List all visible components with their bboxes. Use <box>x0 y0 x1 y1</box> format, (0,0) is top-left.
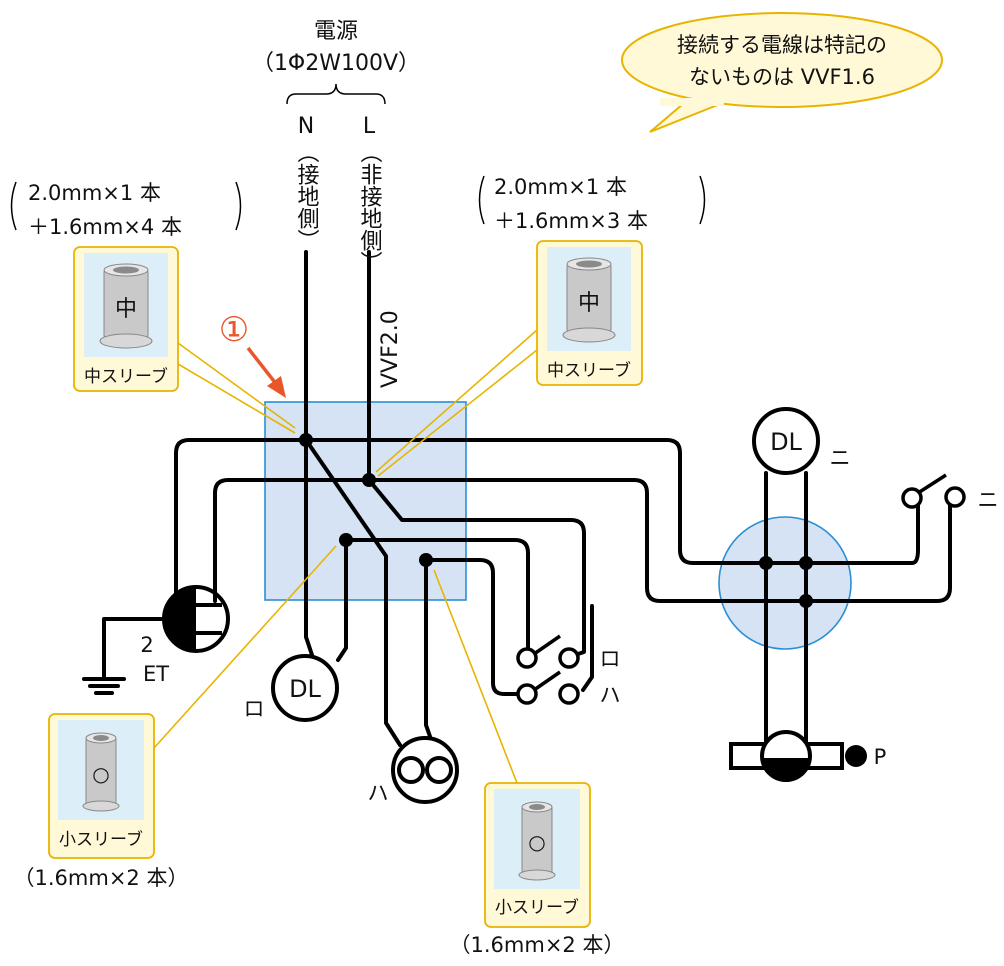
lamp-ha: ハ <box>368 736 459 805</box>
switch-ni-id: ニ <box>978 488 999 512</box>
sleeve-left-bottom-label: 小スリーブ <box>59 829 143 850</box>
line-side-label: （非接地側） <box>357 141 383 273</box>
sleeve-right-bottom-label: 小スリーブ <box>495 897 579 918</box>
switch-ni: ニ <box>901 473 999 512</box>
source-spec: （1Φ2W100V） <box>252 51 420 76</box>
sleeve-right-top: 2.0mm×1 本 ＋1.6mm×3 本 中 中スリーブ <box>375 175 706 477</box>
neutral-label: N <box>298 114 314 139</box>
downlight-ro-label: DL <box>289 675 321 703</box>
note-line-2: ないものは VVF1.6 <box>689 65 875 89</box>
junction-box-left <box>264 401 467 601</box>
cable-label: VVF2.0 <box>378 310 403 388</box>
source-title: 電源 <box>314 19 358 44</box>
sleeve-left-top-label: 中スリーブ <box>84 366 168 387</box>
pilot-label: P <box>874 745 887 769</box>
sleeve-left-bottom: ○ 小スリーブ （1.6mm×2 本） <box>14 545 337 890</box>
junction-box-right <box>718 516 852 650</box>
sleeve-right-top-label: 中スリーブ <box>547 360 631 381</box>
downlight-ni-id: ニ <box>830 446 851 470</box>
sleeve-right-bottom: ○ 小スリーブ （1.6mm×2 本） <box>433 569 625 957</box>
marker-1: ① <box>219 310 249 350</box>
downlight-ro: DL ロ <box>244 654 339 722</box>
sleeve-left-top-note-2: ＋1.6mm×4 本 <box>28 215 182 239</box>
switch-ro: ロ <box>516 634 621 671</box>
sleeve-right-bottom-mark: ○ <box>528 830 545 854</box>
connection-marker: ① <box>219 310 286 398</box>
outlet-2et: 2 ET <box>140 585 230 686</box>
sleeve-left-bottom-note: （1.6mm×2 本） <box>14 866 189 890</box>
marker-arrow-icon <box>267 376 286 398</box>
sleeve-right-top-mark: 中 <box>578 291 600 316</box>
connection-dots <box>299 433 813 608</box>
sleeve-right-top-note-1: 2.0mm×1 本 <box>494 175 627 199</box>
line-label: L <box>363 114 376 139</box>
outlet-count: 2 <box>140 633 153 657</box>
wires <box>82 250 952 750</box>
sleeve-left-bottom-mark: ○ <box>92 762 109 786</box>
downlight-ni: DL ニ <box>752 407 851 475</box>
note-line-1: 接続する電線は特記の <box>677 33 887 57</box>
source-brace <box>286 83 386 105</box>
neutral-side-label: （接地側） <box>294 141 320 251</box>
sleeve-left-top-mark: 中 <box>115 297 137 322</box>
downlight-ro-id: ロ <box>244 697 265 721</box>
note-callout: 接続する電線は特記の ないものは VVF1.6 <box>621 12 943 133</box>
sleeve-right-bottom-note: （1.6mm×2 本） <box>450 933 625 957</box>
switch-ha-id: ハ <box>600 683 621 707</box>
receptacle-pilot: P <box>729 730 887 782</box>
lamp-ha-id: ハ <box>368 781 389 805</box>
switch-ro-id: ロ <box>600 647 621 671</box>
sleeve-left-top: 2.0mm×1 本 ＋1.6mm×4 本 中 中スリーブ <box>10 181 296 434</box>
sleeve-right-top-note-2: ＋1.6mm×3 本 <box>494 209 648 233</box>
sleeve-left-top-note-1: 2.0mm×1 本 <box>28 181 161 205</box>
outlet-type: ET <box>143 662 169 686</box>
downlight-ni-label: DL <box>770 428 802 456</box>
switch-ha: ハ <box>516 670 621 707</box>
